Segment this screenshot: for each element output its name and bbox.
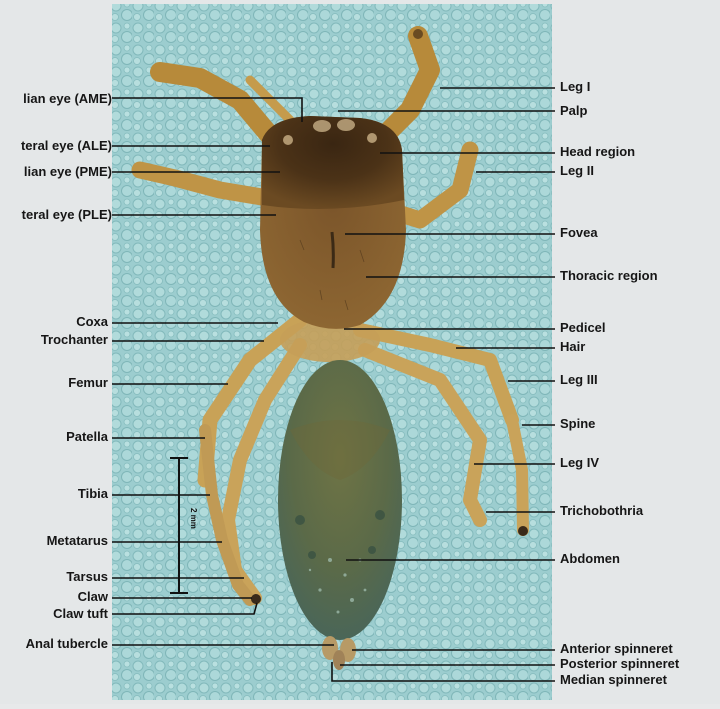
scale-bar-label: 2 mm bbox=[189, 508, 198, 529]
label-ale: teral eye (ALE) bbox=[21, 138, 112, 154]
label-fovea: Fovea bbox=[560, 225, 598, 241]
label-leg-iii: Leg III bbox=[560, 372, 598, 388]
head-region-shape bbox=[262, 116, 404, 209]
label-coxa: Coxa bbox=[76, 314, 108, 330]
ame-eye bbox=[313, 120, 331, 132]
label-leg-ii: Leg II bbox=[560, 163, 594, 179]
abdomen-shape bbox=[278, 360, 402, 640]
label-pedicel: Pedicel bbox=[560, 320, 606, 336]
label-abdomen: Abdomen bbox=[560, 551, 620, 567]
label-median-spinneret: Median spinneret bbox=[560, 672, 667, 688]
label-patella: Patella bbox=[66, 429, 108, 445]
label-claw: Claw bbox=[78, 589, 108, 605]
label-ame: lian eye (AME) bbox=[23, 91, 112, 107]
label-pme: lian eye (PME) bbox=[24, 164, 112, 180]
label-head-region: Head region bbox=[560, 144, 635, 160]
label-anterior-spinneret: Anterior spinneret bbox=[560, 641, 673, 657]
label-claw-tuft: Claw tuft bbox=[53, 606, 108, 622]
label-metatarus: Metatarus bbox=[47, 533, 108, 549]
label-trichobothria: Trichobothria bbox=[560, 503, 643, 519]
ame-eye-2 bbox=[337, 119, 355, 131]
label-palp: Palp bbox=[560, 103, 587, 119]
label-trochanter: Trochanter bbox=[41, 332, 108, 348]
label-tibia: Tibia bbox=[78, 486, 108, 502]
label-hair: Hair bbox=[560, 339, 585, 355]
label-spine: Spine bbox=[560, 416, 595, 432]
label-leg-i: Leg I bbox=[560, 79, 590, 95]
label-thoracic-region: Thoracic region bbox=[560, 268, 658, 284]
label-anal-tubercle: Anal tubercle bbox=[26, 636, 108, 652]
label-femur: Femur bbox=[68, 375, 108, 391]
label-leg-iv: Leg IV bbox=[560, 455, 599, 471]
label-posterior-spinneret: Posterior spinneret bbox=[560, 656, 679, 672]
label-ple: teral eye (PLE) bbox=[22, 207, 112, 223]
label-tarsus: Tarsus bbox=[66, 569, 108, 585]
